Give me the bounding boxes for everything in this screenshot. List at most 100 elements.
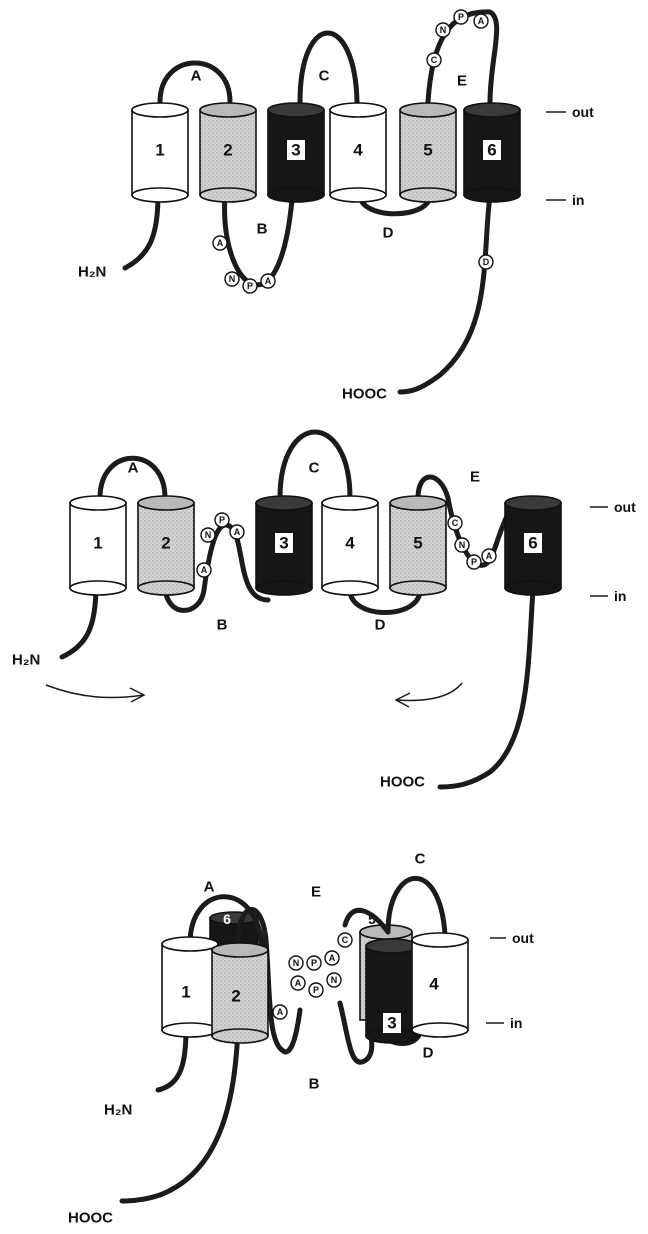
residue: A — [478, 16, 485, 26]
loop-b-label: B — [217, 617, 228, 634]
n-terminus-tail — [125, 195, 158, 268]
helix-3-number: 3 — [279, 534, 288, 553]
n-terminus-label: H₂N — [104, 1102, 132, 1119]
residue: C — [431, 55, 438, 65]
helix-4: 4 — [322, 496, 378, 595]
helix-1-number: 1 — [181, 983, 190, 1002]
residue: D — [483, 257, 490, 267]
helix-4: 4 — [412, 933, 468, 1037]
residue: P — [471, 557, 477, 567]
residue: A — [277, 1007, 284, 1017]
residue: P — [311, 958, 317, 968]
helix-1: 1 — [132, 103, 188, 202]
helix-3: 3 — [256, 496, 312, 595]
helix-6-number: 6 — [223, 911, 231, 927]
npa-motif-loop-e: C N P A — [427, 10, 488, 67]
loop-a-label: A — [204, 879, 215, 896]
helix-2: 2 — [200, 103, 256, 202]
loop-c-label: C — [319, 68, 330, 85]
residue: P — [247, 281, 253, 291]
residue: A — [329, 953, 336, 963]
npa-motif-loop-e: N P A C — [289, 933, 352, 970]
c-terminus-tail — [440, 590, 533, 787]
residue: P — [219, 515, 225, 525]
loop-a-label: A — [191, 68, 202, 85]
panel-1-linear-topology: 1 2 3 4 5 — [78, 10, 594, 403]
c-terminus-label: HOOC — [342, 386, 387, 403]
helix-2-number: 2 — [223, 141, 232, 160]
helix-1-number: 1 — [155, 141, 164, 160]
helix-3-number: 3 — [387, 1014, 396, 1033]
helix-3: 3 — [268, 103, 324, 202]
npa-motif-loop-e: C N P A — [448, 516, 496, 569]
in-label: in — [510, 1015, 522, 1031]
helix-4-number: 4 — [345, 534, 355, 553]
helix-3: 3 — [366, 939, 418, 1043]
residue: N — [331, 975, 338, 985]
c-terminus-label: HOOC — [380, 774, 425, 791]
loop-c-label: C — [309, 460, 320, 477]
residue: N — [205, 530, 212, 540]
residue: N — [440, 25, 447, 35]
helix-5-number: 5 — [413, 534, 422, 553]
helix-6-number: 6 — [528, 534, 537, 553]
out-label: out — [572, 104, 594, 120]
in-label: in — [614, 588, 626, 604]
loop-c-label: C — [415, 851, 426, 868]
helix-3-number: 3 — [291, 141, 300, 160]
loop-d-label: D — [423, 1045, 434, 1062]
helix-1: 1 — [70, 496, 126, 595]
loop-d-label: D — [383, 225, 394, 242]
residue: P — [458, 12, 464, 22]
n-terminus-label: H₂N — [12, 652, 40, 669]
fold-arrow-right — [396, 683, 462, 700]
helix-6-number: 6 — [487, 141, 496, 160]
helix-5: 5 — [400, 103, 456, 202]
residue: A — [265, 276, 272, 286]
n-terminus-tail — [158, 1030, 186, 1090]
residue-d-c-tail: D — [479, 255, 493, 269]
helix-2: 2 — [138, 496, 194, 595]
c-terminus-tail — [400, 195, 490, 392]
helix-6: 6 — [464, 103, 520, 202]
panel-3-folded-topology: 6 5 1 2 — [68, 851, 534, 1227]
loop-e-label: E — [311, 884, 321, 901]
helix-2-number: 2 — [231, 987, 240, 1006]
residue: A — [486, 551, 493, 561]
in-label: in — [572, 192, 584, 208]
residue: N — [293, 958, 300, 968]
c-terminus-label: HOOC — [68, 1210, 113, 1227]
loop-e-label: E — [457, 73, 467, 90]
residue: C — [342, 935, 349, 945]
loop-d-label: D — [375, 617, 386, 634]
loop-b-path — [225, 195, 292, 285]
residue: P — [313, 985, 319, 995]
residue: A — [217, 238, 224, 248]
helix-5: 5 — [390, 496, 446, 595]
residue: A — [201, 565, 208, 575]
helix-4: 4 — [330, 103, 386, 202]
residue: N — [459, 540, 466, 550]
helix-6: 6 — [505, 496, 561, 595]
helix-2-number: 2 — [161, 534, 170, 553]
n-terminus-label: H₂N — [78, 264, 106, 281]
out-label: out — [614, 499, 636, 515]
loop-a-label: A — [128, 460, 139, 477]
loop-b-label: B — [257, 221, 268, 238]
out-label: out — [512, 930, 534, 946]
helix-1-number: 1 — [93, 534, 102, 553]
helix-5-number: 5 — [423, 141, 432, 160]
loop-e-label: E — [470, 469, 480, 486]
residue: A — [295, 978, 302, 988]
panel-2-folding-topology: 1 2 3 4 5 — [12, 432, 636, 791]
residue: C — [452, 518, 459, 528]
npa-motif-loop-b: A A P N — [273, 973, 341, 1019]
fold-arrow-left — [46, 685, 144, 698]
n-terminus-tail — [62, 585, 96, 657]
residue: N — [229, 274, 236, 284]
npa-motif-loop-b: A N P A — [213, 236, 275, 293]
residue: A — [234, 527, 241, 537]
helix-2: 2 — [212, 943, 268, 1043]
c-terminus-tail — [122, 1030, 238, 1201]
